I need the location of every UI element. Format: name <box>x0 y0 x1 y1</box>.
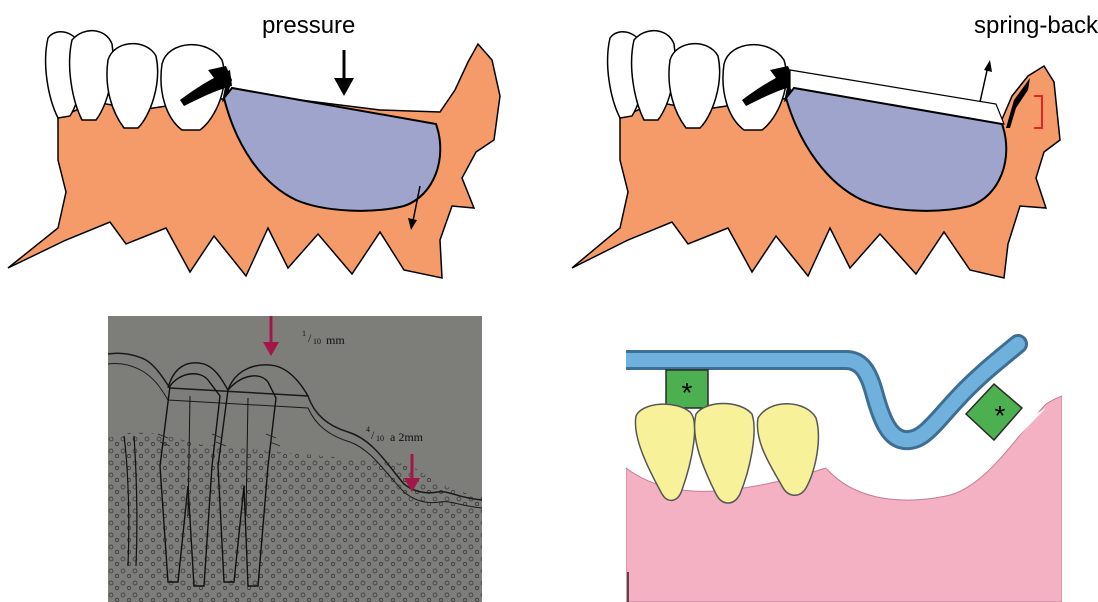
pressure-label: pressure <box>262 12 355 39</box>
springback-diagram: spring-back <box>560 0 1098 285</box>
tooth-mucosa-displacement-drawing: 1 / 10 mm 4 / 10 a 2mm <box>108 316 482 602</box>
rest-marker-left: * <box>682 377 693 408</box>
rest-marker-right: * <box>995 400 1006 431</box>
clasp-rest-svg: * * <box>626 322 1062 602</box>
pressure-diagram: pressure <box>0 0 520 285</box>
clasp-rest-drawing: * * <box>626 322 1062 602</box>
springback-diagram-svg: spring-back <box>560 0 1098 285</box>
top-denominator: 10 <box>313 337 321 346</box>
springback-arrow <box>984 60 992 72</box>
top-numerator: 1 <box>302 329 306 338</box>
side-denominator: 10 <box>376 434 384 443</box>
top-unit: mm <box>326 333 345 347</box>
pressure-arrow <box>334 78 354 96</box>
springback-label: spring-back <box>974 12 1098 39</box>
side-numerator: 4 <box>366 425 370 434</box>
pressure-diagram-svg: pressure <box>0 0 520 285</box>
side-rest: a 2mm <box>390 430 424 444</box>
histology-svg: 1 / 10 mm 4 / 10 a 2mm <box>108 316 482 602</box>
